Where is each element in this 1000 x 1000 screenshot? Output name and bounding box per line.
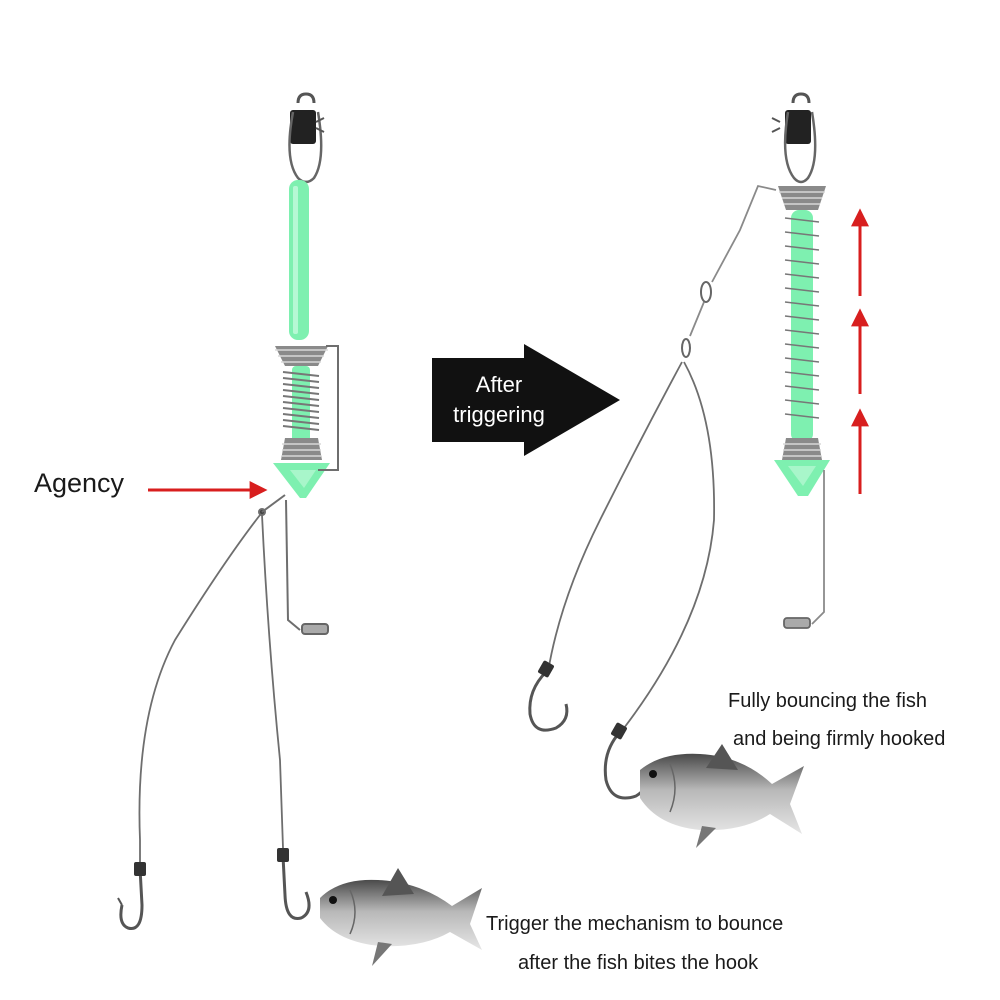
- spring-icon: [778, 186, 826, 460]
- rig-before: [117, 92, 482, 966]
- after-label-line2: triggering: [453, 402, 545, 427]
- caption-trigger-line1: Trigger the mechanism to bounce: [486, 913, 784, 935]
- hook-icon: [117, 862, 146, 930]
- after-label-line1: After: [475, 372, 523, 397]
- trigger-wire: [258, 345, 339, 635]
- trigger-cone: [273, 463, 330, 498]
- trigger-cone: [774, 460, 830, 496]
- rig-after: [528, 92, 869, 848]
- green-rod: [289, 180, 309, 340]
- agency-label: Agency: [34, 468, 125, 498]
- caption-trigger-line2: after the fish bites the hook: [518, 952, 759, 974]
- fish-icon: [320, 868, 482, 966]
- caption-hooked-line2: and being firmly hooked: [733, 728, 946, 750]
- trigger-wire: [681, 184, 825, 629]
- arrow-right-icon: [432, 344, 620, 456]
- caption-hooked-line1: Fully bouncing the fish: [728, 690, 928, 712]
- swivel-snap-icon: [771, 92, 817, 184]
- hook-leaders: [547, 361, 716, 729]
- hook-leaders: [138, 514, 284, 868]
- hook-icon: [277, 848, 311, 921]
- spring-icon: [275, 346, 328, 460]
- fish-icon: [640, 744, 804, 848]
- swivel-snap-icon: [288, 92, 325, 184]
- hook-icon: [528, 660, 569, 732]
